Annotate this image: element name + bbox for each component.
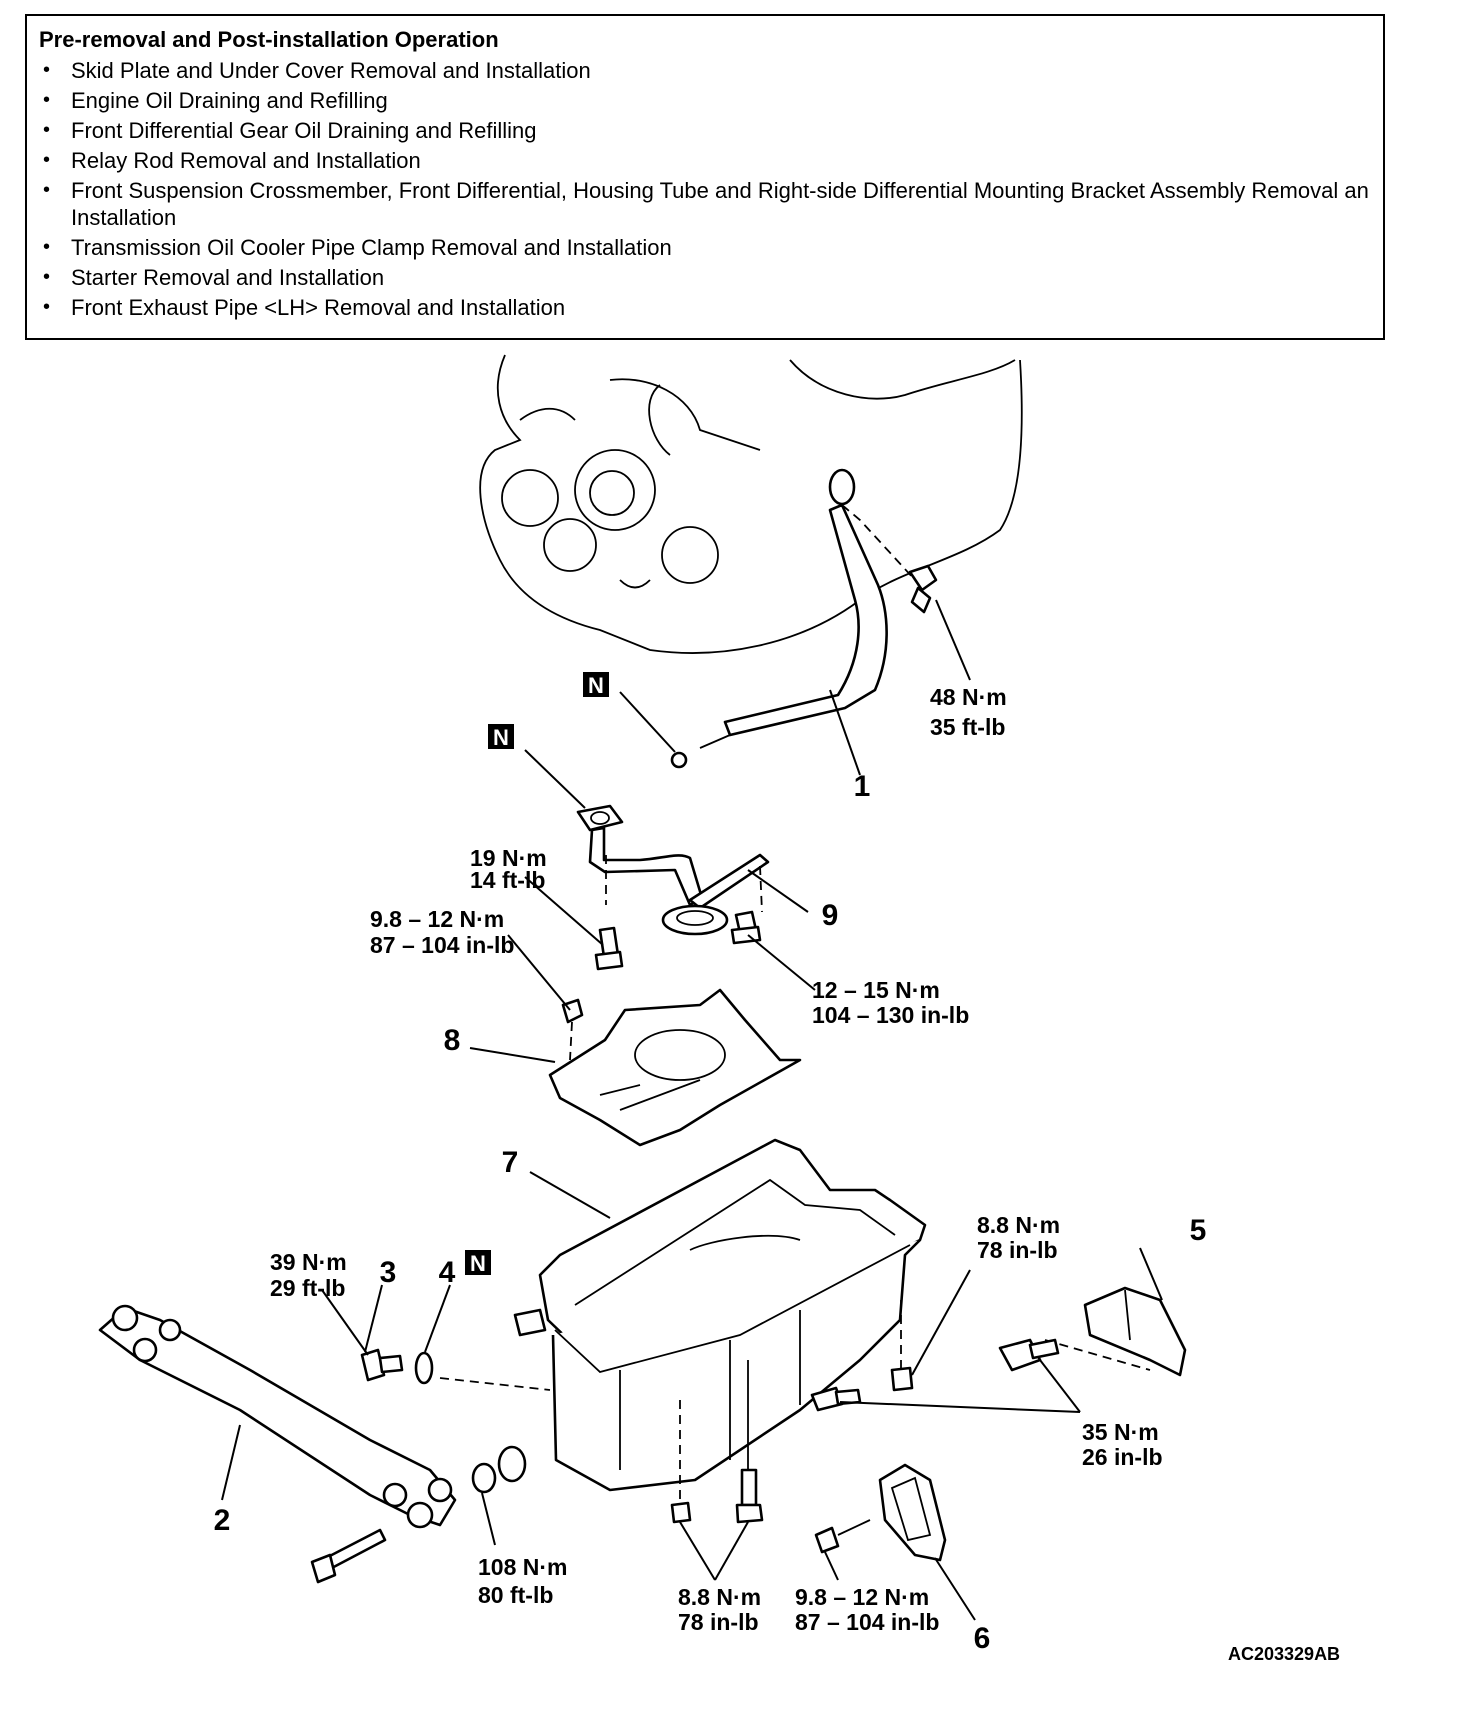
new-part-mark: N xyxy=(465,1250,491,1276)
part-housing-tube xyxy=(98,1304,457,1584)
svg-text:78 in-lb: 78 in-lb xyxy=(678,1609,759,1635)
torque-label: 35 N·m 26 in-lb xyxy=(1082,1419,1163,1470)
torque-label: 8.8 N·m 78 in-lb xyxy=(977,1212,1060,1263)
torque-label: 48 N·m 35 ft-lb xyxy=(930,684,1007,740)
operation-item: Transmission Oil Cooler Pipe Clamp Remov… xyxy=(39,234,1371,261)
operation-item: Front Differential Gear Oil Draining and… xyxy=(39,117,1371,144)
svg-text:78 in-lb: 78 in-lb xyxy=(977,1237,1058,1263)
new-part-mark: N xyxy=(583,672,609,698)
torque-label: 39 N·m 29 ft-lb xyxy=(270,1249,347,1301)
torque-label: 108 N·m 80 ft-lb xyxy=(478,1554,567,1608)
part-number-8: 8 xyxy=(444,1024,461,1057)
part-drain-plug-nuts xyxy=(471,1445,527,1494)
part-cover-5 xyxy=(810,1286,1187,1412)
bolt-guide-mount xyxy=(908,564,938,614)
part-oil-screen xyxy=(576,804,770,971)
svg-text:108 N·m: 108 N·m xyxy=(478,1554,567,1580)
torque-label: 19 N·m 14 ft-lb xyxy=(470,845,547,893)
new-part-mark: N xyxy=(488,724,514,750)
operations-title: Pre-removal and Post-installation Operat… xyxy=(39,27,499,52)
operation-item: Front Suspension Crossmember, Front Diff… xyxy=(39,177,1371,231)
part-number-5: 5 xyxy=(1190,1214,1207,1247)
svg-text:26 in-lb: 26 in-lb xyxy=(1082,1444,1163,1470)
engine-block-outline xyxy=(479,354,1023,654)
svg-text:80 ft-lb: 80 ft-lb xyxy=(478,1582,553,1608)
operation-item: Engine Oil Draining and Refilling xyxy=(39,87,1371,114)
svg-text:104 – 130 in-lb: 104 – 130 in-lb xyxy=(812,1002,969,1028)
svg-text:87 – 104 in-lb: 87 – 104 in-lb xyxy=(795,1609,939,1635)
part-oil-level-gauge-guide xyxy=(670,468,938,769)
part-number-7: 7 xyxy=(502,1146,519,1179)
pre-removal-operations-box: Pre-removal and Post-installation Operat… xyxy=(25,14,1385,340)
part-number-1: 1 xyxy=(854,770,871,803)
svg-text:39 N·m: 39 N·m xyxy=(270,1249,347,1275)
leader-lines xyxy=(221,599,1163,1621)
part-number-6: 6 xyxy=(974,1622,991,1655)
part-drain-plug xyxy=(360,1348,551,1391)
torque-label: 9.8 – 12 N·m 87 – 104 in-lb xyxy=(795,1584,939,1635)
svg-text:19 N·m: 19 N·m xyxy=(470,845,547,871)
part-cover-6 xyxy=(814,1463,947,1562)
svg-text:48 N·m: 48 N·m xyxy=(930,684,1007,710)
svg-text:8.8 N·m: 8.8 N·m xyxy=(678,1584,761,1610)
torque-label: 9.8 – 12 N·m 87 – 104 in-lb xyxy=(370,906,514,958)
svg-text:12 – 15 N·m: 12 – 15 N·m xyxy=(812,977,940,1003)
svg-text:9.8 – 12 N·m: 9.8 – 12 N·m xyxy=(370,906,504,932)
operation-item: Skid Plate and Under Cover Removal and I… xyxy=(39,57,1371,84)
operation-item: Starter Removal and Installation xyxy=(39,264,1371,291)
figure-code: AC203329AB xyxy=(1228,1644,1340,1664)
part-baffle-plate xyxy=(548,988,802,1147)
torque-label: 8.8 N·m 78 in-lb xyxy=(678,1584,761,1635)
operation-item: Front Exhaust Pipe <LH> Removal and Inst… xyxy=(39,294,1371,321)
part-number-2: 2 xyxy=(214,1504,231,1537)
part-number-3: 3 xyxy=(380,1256,397,1289)
operations-list: Skid Plate and Under Cover Removal and I… xyxy=(39,57,1371,321)
svg-text:N: N xyxy=(588,673,604,698)
svg-text:8.8 N·m: 8.8 N·m xyxy=(977,1212,1060,1238)
svg-text:N: N xyxy=(493,725,509,750)
part-number-4: 4 xyxy=(439,1256,456,1289)
svg-text:9.8 – 12 N·m: 9.8 – 12 N·m xyxy=(795,1584,929,1610)
svg-text:87 – 104 in-lb: 87 – 104 in-lb xyxy=(370,932,514,958)
svg-text:35 ft-lb: 35 ft-lb xyxy=(930,714,1005,740)
part-oil-pan xyxy=(513,1138,927,1524)
part-number-9: 9 xyxy=(822,899,839,932)
svg-text:14 ft-lb: 14 ft-lb xyxy=(470,867,545,893)
operation-item: Relay Rod Removal and Installation xyxy=(39,147,1371,174)
svg-text:35 N·m: 35 N·m xyxy=(1082,1419,1159,1445)
svg-text:29 ft-lb: 29 ft-lb xyxy=(270,1275,345,1301)
torque-label: 12 – 15 N·m 104 – 130 in-lb xyxy=(812,977,969,1028)
svg-text:N: N xyxy=(470,1251,486,1276)
